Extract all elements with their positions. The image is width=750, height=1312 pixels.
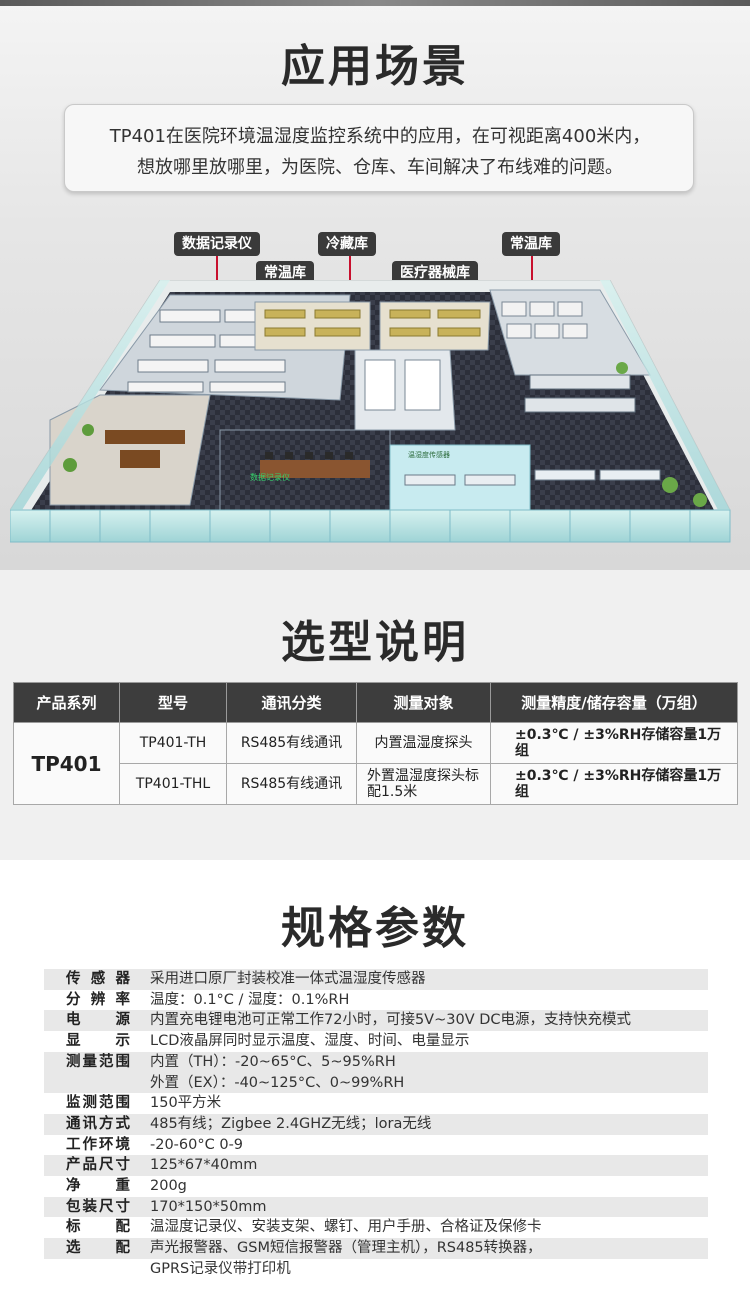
header-target: 测量对象 <box>356 682 491 723</box>
table-header-row: 产品系列 型号 通讯分类 测量对象 测量精度/储存容量（万组） <box>13 682 738 723</box>
table-row: TP401 TP401-TH RS485有线通讯 内置温湿度探头 ±0.3℃ /… <box>13 722 738 805</box>
spec-value: 内置充电锂电池可正常工作72小时，可接5V~30V DC电源，支持快充模式 <box>150 1012 632 1029</box>
tag-cold-storage: 冷藏库 <box>318 232 376 256</box>
tag-data-logger: 数据记录仪 <box>174 232 260 256</box>
spec-key: 净重 <box>66 1178 130 1195</box>
comm-cell: RS485有线通讯 <box>226 722 357 764</box>
comm-cell: RS485有线通讯 <box>226 763 357 805</box>
spec-key <box>44 1073 144 1094</box>
spec-list: 传感器 采用进口原厂封装校准一体式温湿度传感器 分辨率 温度：0.1°C / 湿度：… <box>44 969 708 1280</box>
scene-title: 应用场景 <box>281 41 469 92</box>
spec-value: 外置（EX）：-40~125°C、0~99%RH <box>150 1074 405 1091</box>
spec-row: 净重 200g <box>44 1176 708 1197</box>
spec-key: 测量范围 <box>66 1053 130 1070</box>
spec-value: 170*150*50mm <box>150 1198 267 1215</box>
spec-key: 标配 <box>66 1219 130 1236</box>
spec-value: 125*67*40mm <box>150 1157 258 1174</box>
spec-value: -20-60°C 0-9 <box>150 1136 244 1153</box>
spec-key: 分辨率 <box>66 991 130 1008</box>
top-bar <box>0 0 750 6</box>
target-cell: 内置温湿度探头 <box>356 722 491 764</box>
hospital-floorplan-illustration: 数据记录仪 温湿度传感器 <box>10 280 731 543</box>
spec-value: 温湿度记录仪、安装支架、螺钉、用户手册、合格证及保修卡 <box>150 1219 542 1236</box>
spec-key: 选配 <box>66 1240 130 1257</box>
spec-key: 通讯方式 <box>66 1115 130 1132</box>
spec-value: 150平方米 <box>150 1095 222 1112</box>
spec-row: 选配 声光报警器、GSM短信报警器（管理主机），RS485转换器， <box>44 1238 708 1259</box>
product-series-cell: TP401 <box>13 722 120 805</box>
spec-key: 传感器 <box>66 971 130 987</box>
table-row: TP401-THL RS485有线通讯 外置温湿度探头标配1.5米 ±0.3℃ … <box>14 763 738 805</box>
target-cell: 外置温湿度探头标配1.5米 <box>356 763 491 805</box>
spec-row: 测量范围 内置（TH）：-20~65°C、5~95%RH <box>44 1051 708 1073</box>
spec-key: 包装尺寸 <box>66 1198 130 1215</box>
spec-value: 采用进口原厂封装校准一体式温湿度传感器 <box>150 971 426 987</box>
spec-row: 传感器 采用进口原厂封装校准一体式温湿度传感器 <box>44 969 708 990</box>
spec-value: 200g <box>150 1178 187 1195</box>
header-model: 型号 <box>119 682 227 723</box>
specs-title: 规格参数 <box>281 903 469 954</box>
spec-value: 485有线；Zigbee 2.4GHZ无线；lora无线 <box>150 1115 432 1132</box>
spec-row: 通讯方式 485有线；Zigbee 2.4GHZ无线；lora无线 <box>44 1113 708 1135</box>
header-accuracy: 测量精度/储存容量（万组） <box>490 682 738 723</box>
spec-key: 电源 <box>66 1012 130 1029</box>
spec-row: 产品尺寸 125*67*40mm <box>44 1155 708 1177</box>
accuracy-cell: ±0.3℃ / ±3%RH存储容量1万组 <box>490 763 738 805</box>
spec-row: 显示 LCD液晶屏同时显示温度、湿度、时间、电量显示 <box>44 1031 708 1052</box>
model-selection-table: 产品系列 型号 通讯分类 测量对象 测量精度/储存容量（万组） TP401 TP… <box>13 682 738 805</box>
spec-key: 监测范围 <box>66 1095 130 1112</box>
spec-row: 外置（EX）：-40~125°C、0~99%RH <box>44 1072 708 1094</box>
spec-value: GPRS记录仪带打印机 <box>150 1260 291 1277</box>
header-comm: 通讯分类 <box>226 682 357 723</box>
spec-value: 温度：0.1°C / 湿度：0.1%RH <box>150 991 350 1008</box>
spec-row: GPRS记录仪带打印机 <box>44 1259 708 1280</box>
spec-row: 分辨率 温度：0.1°C / 湿度：0.1%RH <box>44 990 708 1011</box>
model-cell: TP401-THL <box>119 763 227 805</box>
tag-normal-storage-right: 常温库 <box>502 232 560 256</box>
spec-key: 产品尺寸 <box>66 1157 130 1174</box>
specifications-section: 规格参数 传感器 采用进口原厂封装校准一体式温湿度传感器 分辨率 温度：0.1°C … <box>0 860 750 1312</box>
spec-value: 声光报警器、GSM短信报警器（管理主机），RS485转换器， <box>150 1240 542 1257</box>
map-label-logger: 数据记录仪 <box>250 472 290 482</box>
application-scene-section: 应用场景 TP401在医院环境温湿度监控系统中的应用，在可视距离400米内， 想… <box>0 0 750 570</box>
spec-value: 内置（TH）：-20~65°C、5~95%RH <box>150 1053 396 1070</box>
model-cell: TP401-TH <box>119 722 227 764</box>
spec-row: 工作环境 -20-60°C 0-9 <box>44 1135 708 1156</box>
scene-description-line2: 想放哪里放哪里，为医院、仓库、车间解决了布线难的问题。 <box>137 157 623 178</box>
scene-description-box: TP401在医院环境温湿度监控系统中的应用，在可视距离400米内， 想放哪里放哪… <box>64 104 694 192</box>
accuracy-cell: ±0.3℃ / ±3%RH存储容量1万组 <box>490 722 738 764</box>
scene-description-line1: TP401在医院环境温湿度监控系统中的应用，在可视距离400米内， <box>109 126 651 147</box>
spec-row: 标配 温湿度记录仪、安装支架、螺钉、用户手册、合格证及保修卡 <box>44 1217 708 1238</box>
model-selection-section: 选型说明 产品系列 型号 通讯分类 测量对象 测量精度/储存容量（万组） TP4… <box>0 570 750 860</box>
spec-row: 电源 内置充电锂电池可正常工作72小时，可接5V~30V DC电源，支持快充模式 <box>44 1010 708 1032</box>
spec-row: 监测范围 150平方米 <box>44 1093 708 1114</box>
header-series: 产品系列 <box>13 682 120 723</box>
spec-row: 包装尺寸 170*150*50mm <box>44 1196 708 1218</box>
spec-value: LCD液晶屏同时显示温度、湿度、时间、电量显示 <box>150 1033 470 1050</box>
spec-key: 显示 <box>66 1033 130 1050</box>
selection-title: 选型说明 <box>281 617 469 668</box>
spec-key <box>44 1259 144 1280</box>
map-label-sensor: 温湿度传感器 <box>408 450 450 459</box>
spec-key: 工作环境 <box>66 1136 130 1153</box>
